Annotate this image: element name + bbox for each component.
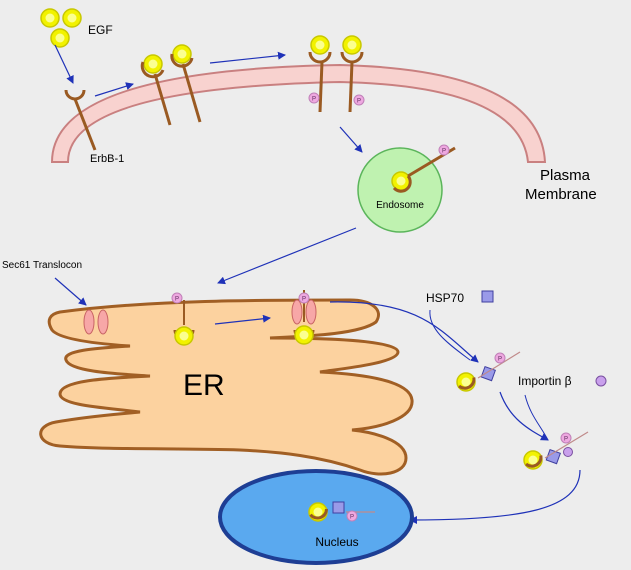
arrow-hsp70-to-importin xyxy=(499,391,549,441)
endosome-label: Endosome xyxy=(376,200,424,211)
arrow-er-to-hsp70 xyxy=(329,301,479,363)
plasma-membrane-label-line1: Plasma xyxy=(540,167,591,184)
sec61-translocon-right xyxy=(291,290,317,345)
plasma-membrane-label-line2: Membrane xyxy=(525,186,597,203)
plasma-membrane xyxy=(50,63,547,163)
importin-icon xyxy=(595,375,607,387)
egf-ligand-cluster xyxy=(40,8,82,48)
erbb1-receptor-unbound xyxy=(64,89,97,151)
arrow-to-nucleus xyxy=(409,469,581,524)
arrow-sec61 xyxy=(54,277,87,306)
endosome-receptor xyxy=(391,144,456,193)
nucleus-complex xyxy=(308,501,375,522)
endoplasmic-reticulum xyxy=(39,298,414,476)
arrow-endosome-to-er xyxy=(217,227,357,285)
egf-label: EGF xyxy=(88,23,113,37)
hsp70-connector xyxy=(429,309,471,361)
erbb1-label: ErbB-1 xyxy=(90,153,124,165)
egf-receptor-dimer xyxy=(140,44,202,126)
nucleus-label: Nucleus xyxy=(315,535,358,549)
sec61-translocon-left xyxy=(83,309,109,335)
arrow-er-internal xyxy=(214,314,271,325)
importin-complex xyxy=(523,431,589,470)
hsp70-complex xyxy=(456,351,521,392)
arrow-egf-to-receptor xyxy=(54,44,74,84)
sec61-label: Sec61 Translocon xyxy=(2,260,82,271)
importin-connector xyxy=(524,394,549,441)
arrow-to-endosome xyxy=(339,126,363,153)
er-receptor-middle xyxy=(171,292,195,346)
hsp70-icon xyxy=(481,290,494,303)
hsp70-label: HSP70 xyxy=(426,291,464,305)
arrow-dimer-to-phosphorylated xyxy=(209,51,286,64)
phosphorylated-dimer xyxy=(308,35,365,113)
importin-label: Importin β xyxy=(518,374,572,388)
er-label: ER xyxy=(183,369,225,402)
arrow-receptor-to-dimer xyxy=(94,82,134,97)
